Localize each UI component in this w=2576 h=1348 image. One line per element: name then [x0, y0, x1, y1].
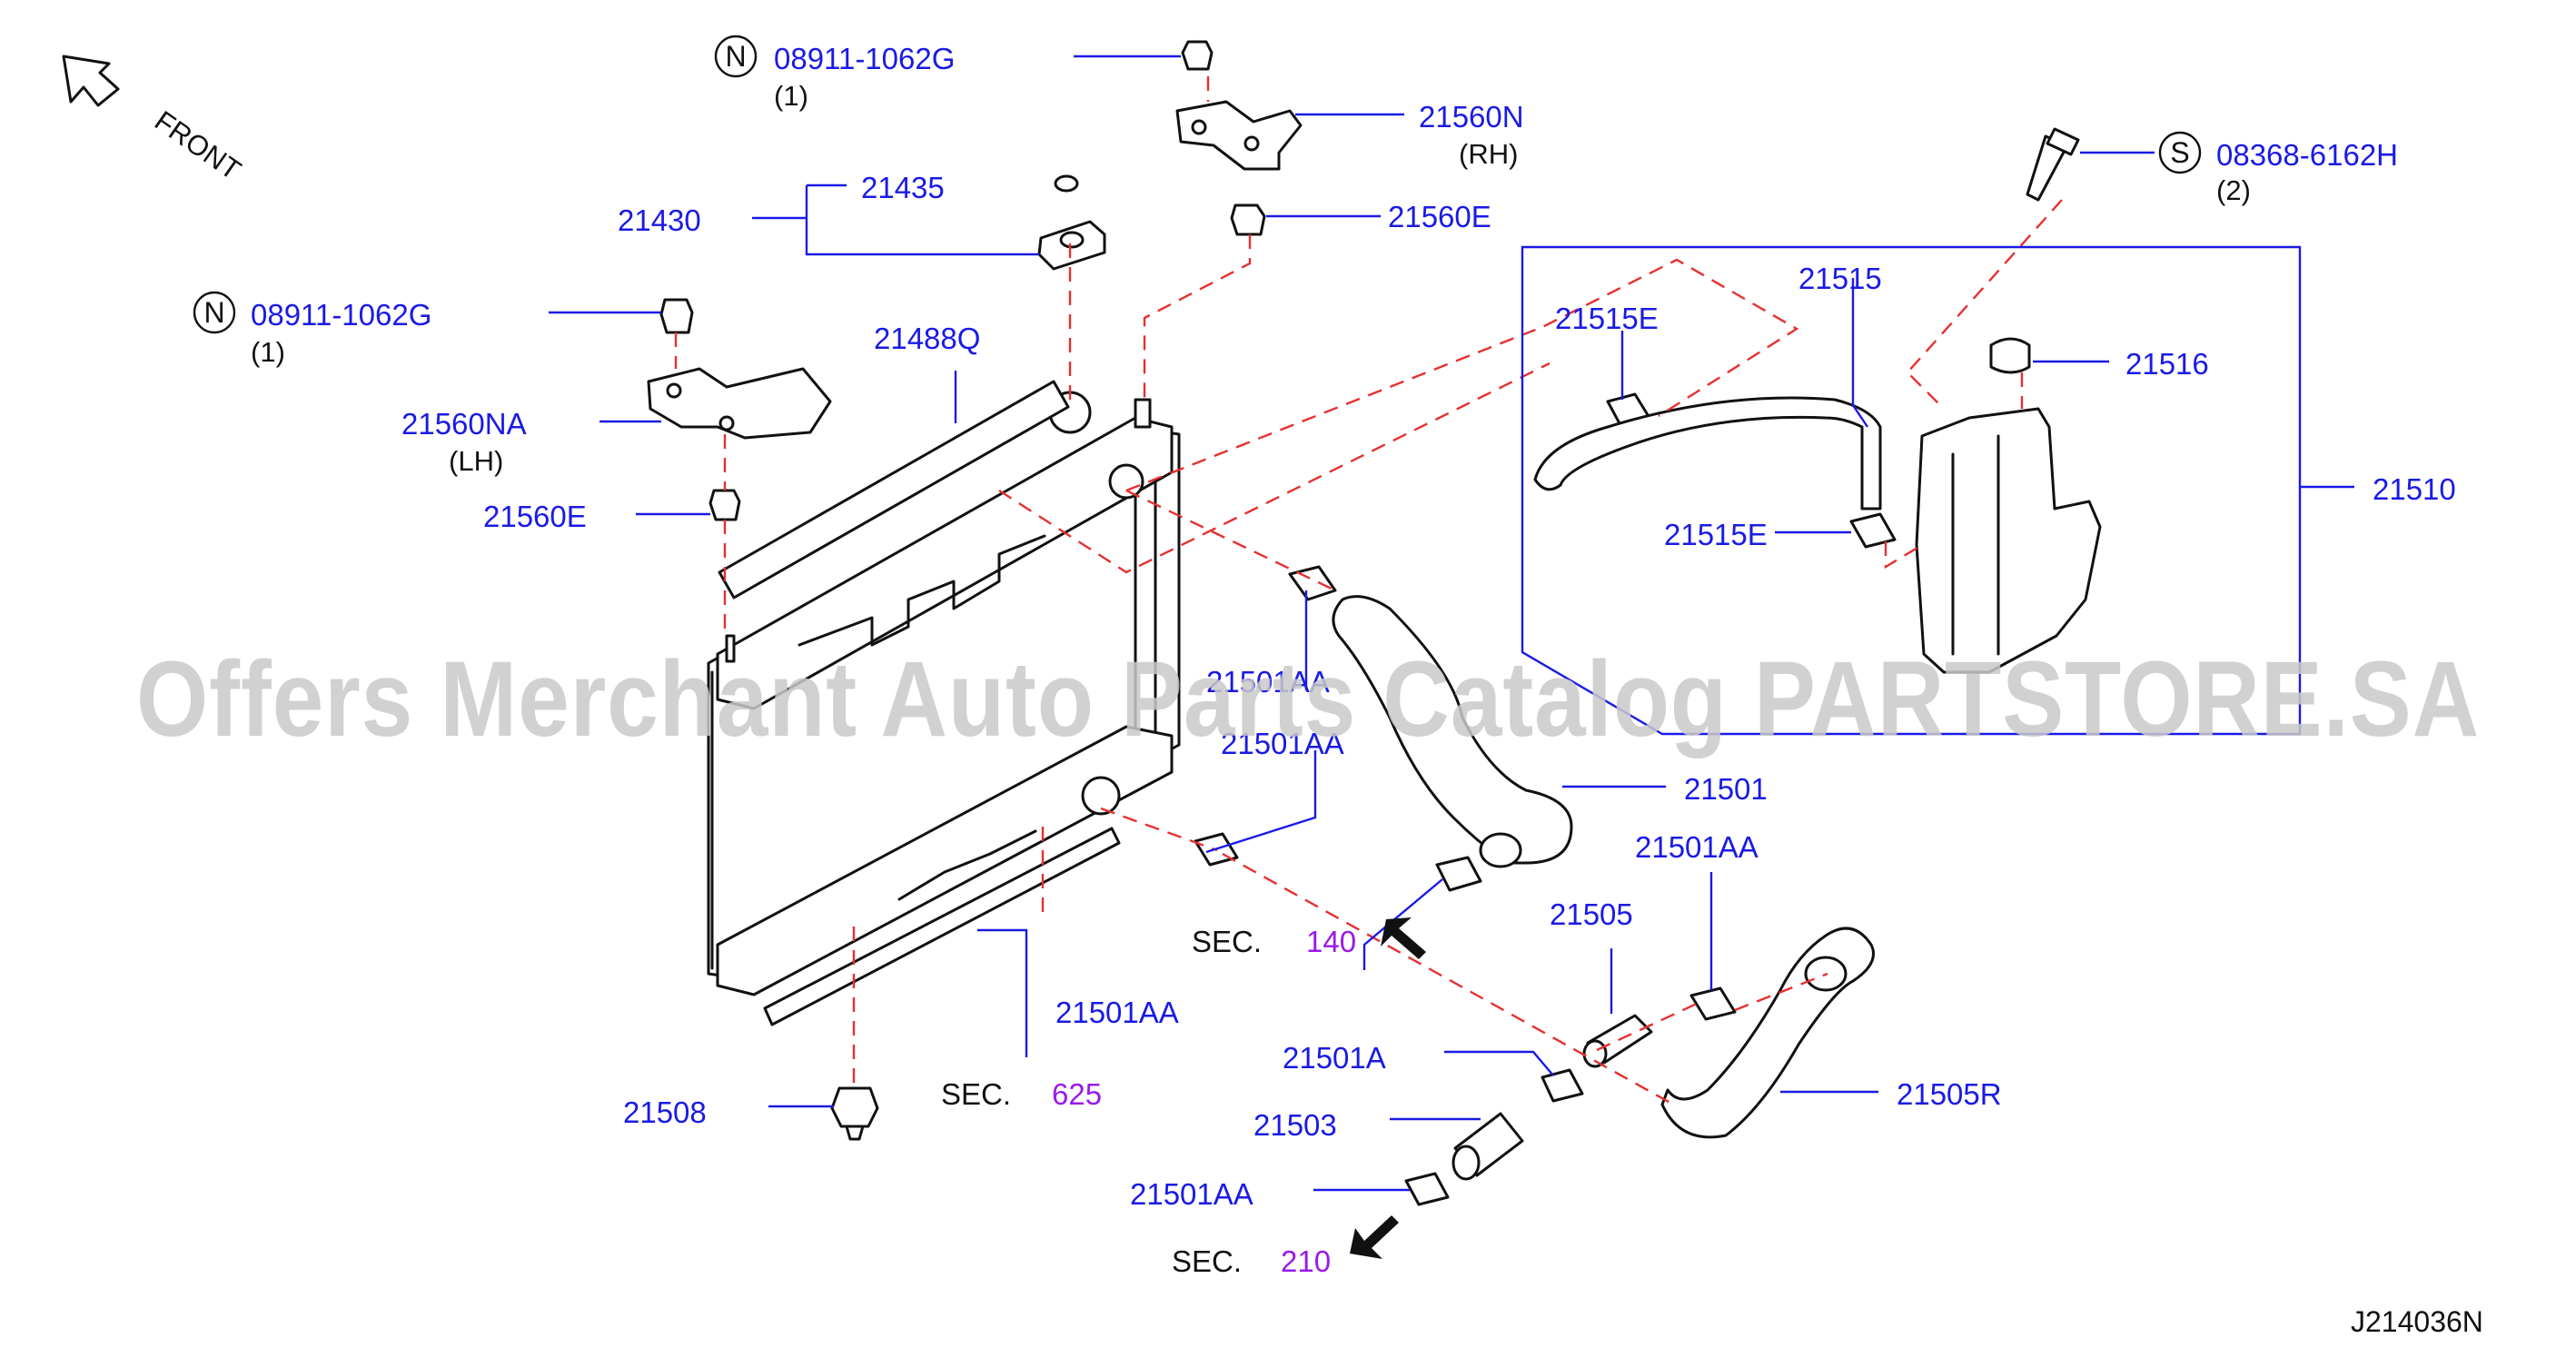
part-label[interactable]: 21560E — [1388, 200, 1491, 233]
part-label[interactable]: 21505 — [1550, 897, 1633, 931]
part-label[interactable]: 21515 — [1798, 262, 1882, 295]
part-label[interactable]: 21501AA — [1130, 1177, 1253, 1211]
sec-140-arrow-icon — [1381, 917, 1426, 959]
reservoir-cap-21516-illustration — [1989, 337, 2031, 374]
part-label[interactable]: 21505R — [1897, 1077, 2002, 1111]
bushing-top-illustration — [1230, 203, 1266, 236]
part-label[interactable]: 08911-1062G — [251, 298, 431, 332]
part-label[interactable]: 21508 — [623, 1095, 707, 1129]
quantity-note: (1) — [251, 336, 285, 368]
hose-21503-illustration — [1451, 1112, 1524, 1181]
part-label[interactable]: 21501AA — [1055, 996, 1179, 1029]
section-number[interactable]: 625 — [1052, 1077, 1102, 1111]
circle-n-icon: N — [193, 291, 236, 334]
side-note: (RH) — [1459, 138, 1518, 170]
circle-n-letter: N — [725, 40, 746, 73]
part-label[interactable]: 21516 — [2125, 347, 2209, 381]
part-label[interactable]: 21501AA — [1635, 830, 1759, 864]
mount-bracket-rh-illustration — [1175, 100, 1303, 171]
mount-bracket-lh-illustration — [647, 367, 832, 440]
quantity-note: (1) — [774, 80, 808, 112]
section-number[interactable]: 140 — [1306, 925, 1356, 958]
circle-s-letter: S — [2170, 136, 2189, 169]
nut-top-illustration — [1181, 40, 1214, 71]
front-label: FRONT — [149, 104, 247, 186]
reservoir-hose-21515-illustration — [1533, 396, 1882, 510]
cap-21430-illustration — [1037, 220, 1106, 271]
oring-21435-illustration — [1054, 174, 1079, 193]
circle-n-letter: N — [203, 296, 224, 329]
radiator-core-illustration — [707, 391, 1181, 996]
leader-lines — [549, 55, 2155, 1192]
part-label[interactable]: 21501A — [1283, 1041, 1386, 1075]
dashed-relation-lines — [674, 76, 2063, 1108]
part-label[interactable]: 21560N — [1419, 100, 1524, 134]
part-label[interactable]: 21501AA — [1221, 727, 1344, 760]
part-label[interactable]: 21560E — [483, 500, 587, 533]
hose-21505-illustration — [1582, 1014, 1653, 1068]
part-label[interactable]: 21510 — [2373, 472, 2456, 506]
nut-left-illustration — [659, 298, 694, 334]
bushing-left-illustration — [708, 489, 741, 521]
part-label[interactable]: 08911-1062G — [774, 42, 955, 75]
watermark: Offers Merchant Auto Parts Catalog PARTS… — [136, 639, 2480, 759]
part-label[interactable]: 21503 — [1253, 1108, 1337, 1142]
quantity-note: (2) — [2216, 174, 2251, 206]
front-arrow-icon — [62, 55, 120, 107]
diagram-reference: J214036N — [2351, 1305, 2483, 1338]
circle-n-icon: N — [714, 35, 758, 78]
lower-hose-21505r-illustration — [1660, 927, 1875, 1139]
part-label[interactable]: 21501 — [1684, 772, 1768, 806]
section-number[interactable]: 210 — [1281, 1244, 1331, 1278]
part-label[interactable]: 21488Q — [874, 322, 980, 355]
clamp-21501aa-right-illustration — [1435, 856, 1482, 892]
section-label: SEC. — [1172, 1244, 1242, 1278]
part-label[interactable]: 21501AA — [1206, 665, 1330, 699]
clamp-21501aa-hose-illustration — [1689, 986, 1737, 1021]
clamp-21501a-illustration — [1541, 1068, 1584, 1103]
reservoir-tank-21510-illustration — [1915, 407, 2102, 674]
clamp-21501aa-upper-illustration — [1288, 565, 1337, 601]
bolt-08368-illustration — [2026, 127, 2080, 202]
circle-s-icon: S — [2158, 131, 2202, 174]
side-note: (LH) — [449, 445, 503, 477]
part-label[interactable]: 21560NA — [401, 407, 527, 441]
part-label[interactable]: 21430 — [618, 203, 701, 237]
part-label[interactable]: 21435 — [861, 171, 945, 204]
part-label[interactable]: 08368-6162H — [2216, 138, 2398, 172]
section-label: SEC. — [1192, 925, 1262, 958]
section-label: SEC. — [941, 1077, 1011, 1111]
bottom-mount-21508-illustration — [830, 1086, 879, 1141]
clamp-21515e-b-illustration — [1849, 512, 1897, 549]
clamp-21501aa-bottom-illustration — [1404, 1172, 1450, 1206]
reservoir-group-box — [1521, 245, 2302, 736]
seal-21488q-illustration — [718, 380, 1070, 600]
part-label[interactable]: 21515E — [1555, 302, 1659, 335]
sec-210-arrow-icon — [1350, 1215, 1399, 1259]
upper-hose-21501-illustration — [1332, 595, 1573, 868]
part-label[interactable]: 21515E — [1664, 518, 1768, 551]
